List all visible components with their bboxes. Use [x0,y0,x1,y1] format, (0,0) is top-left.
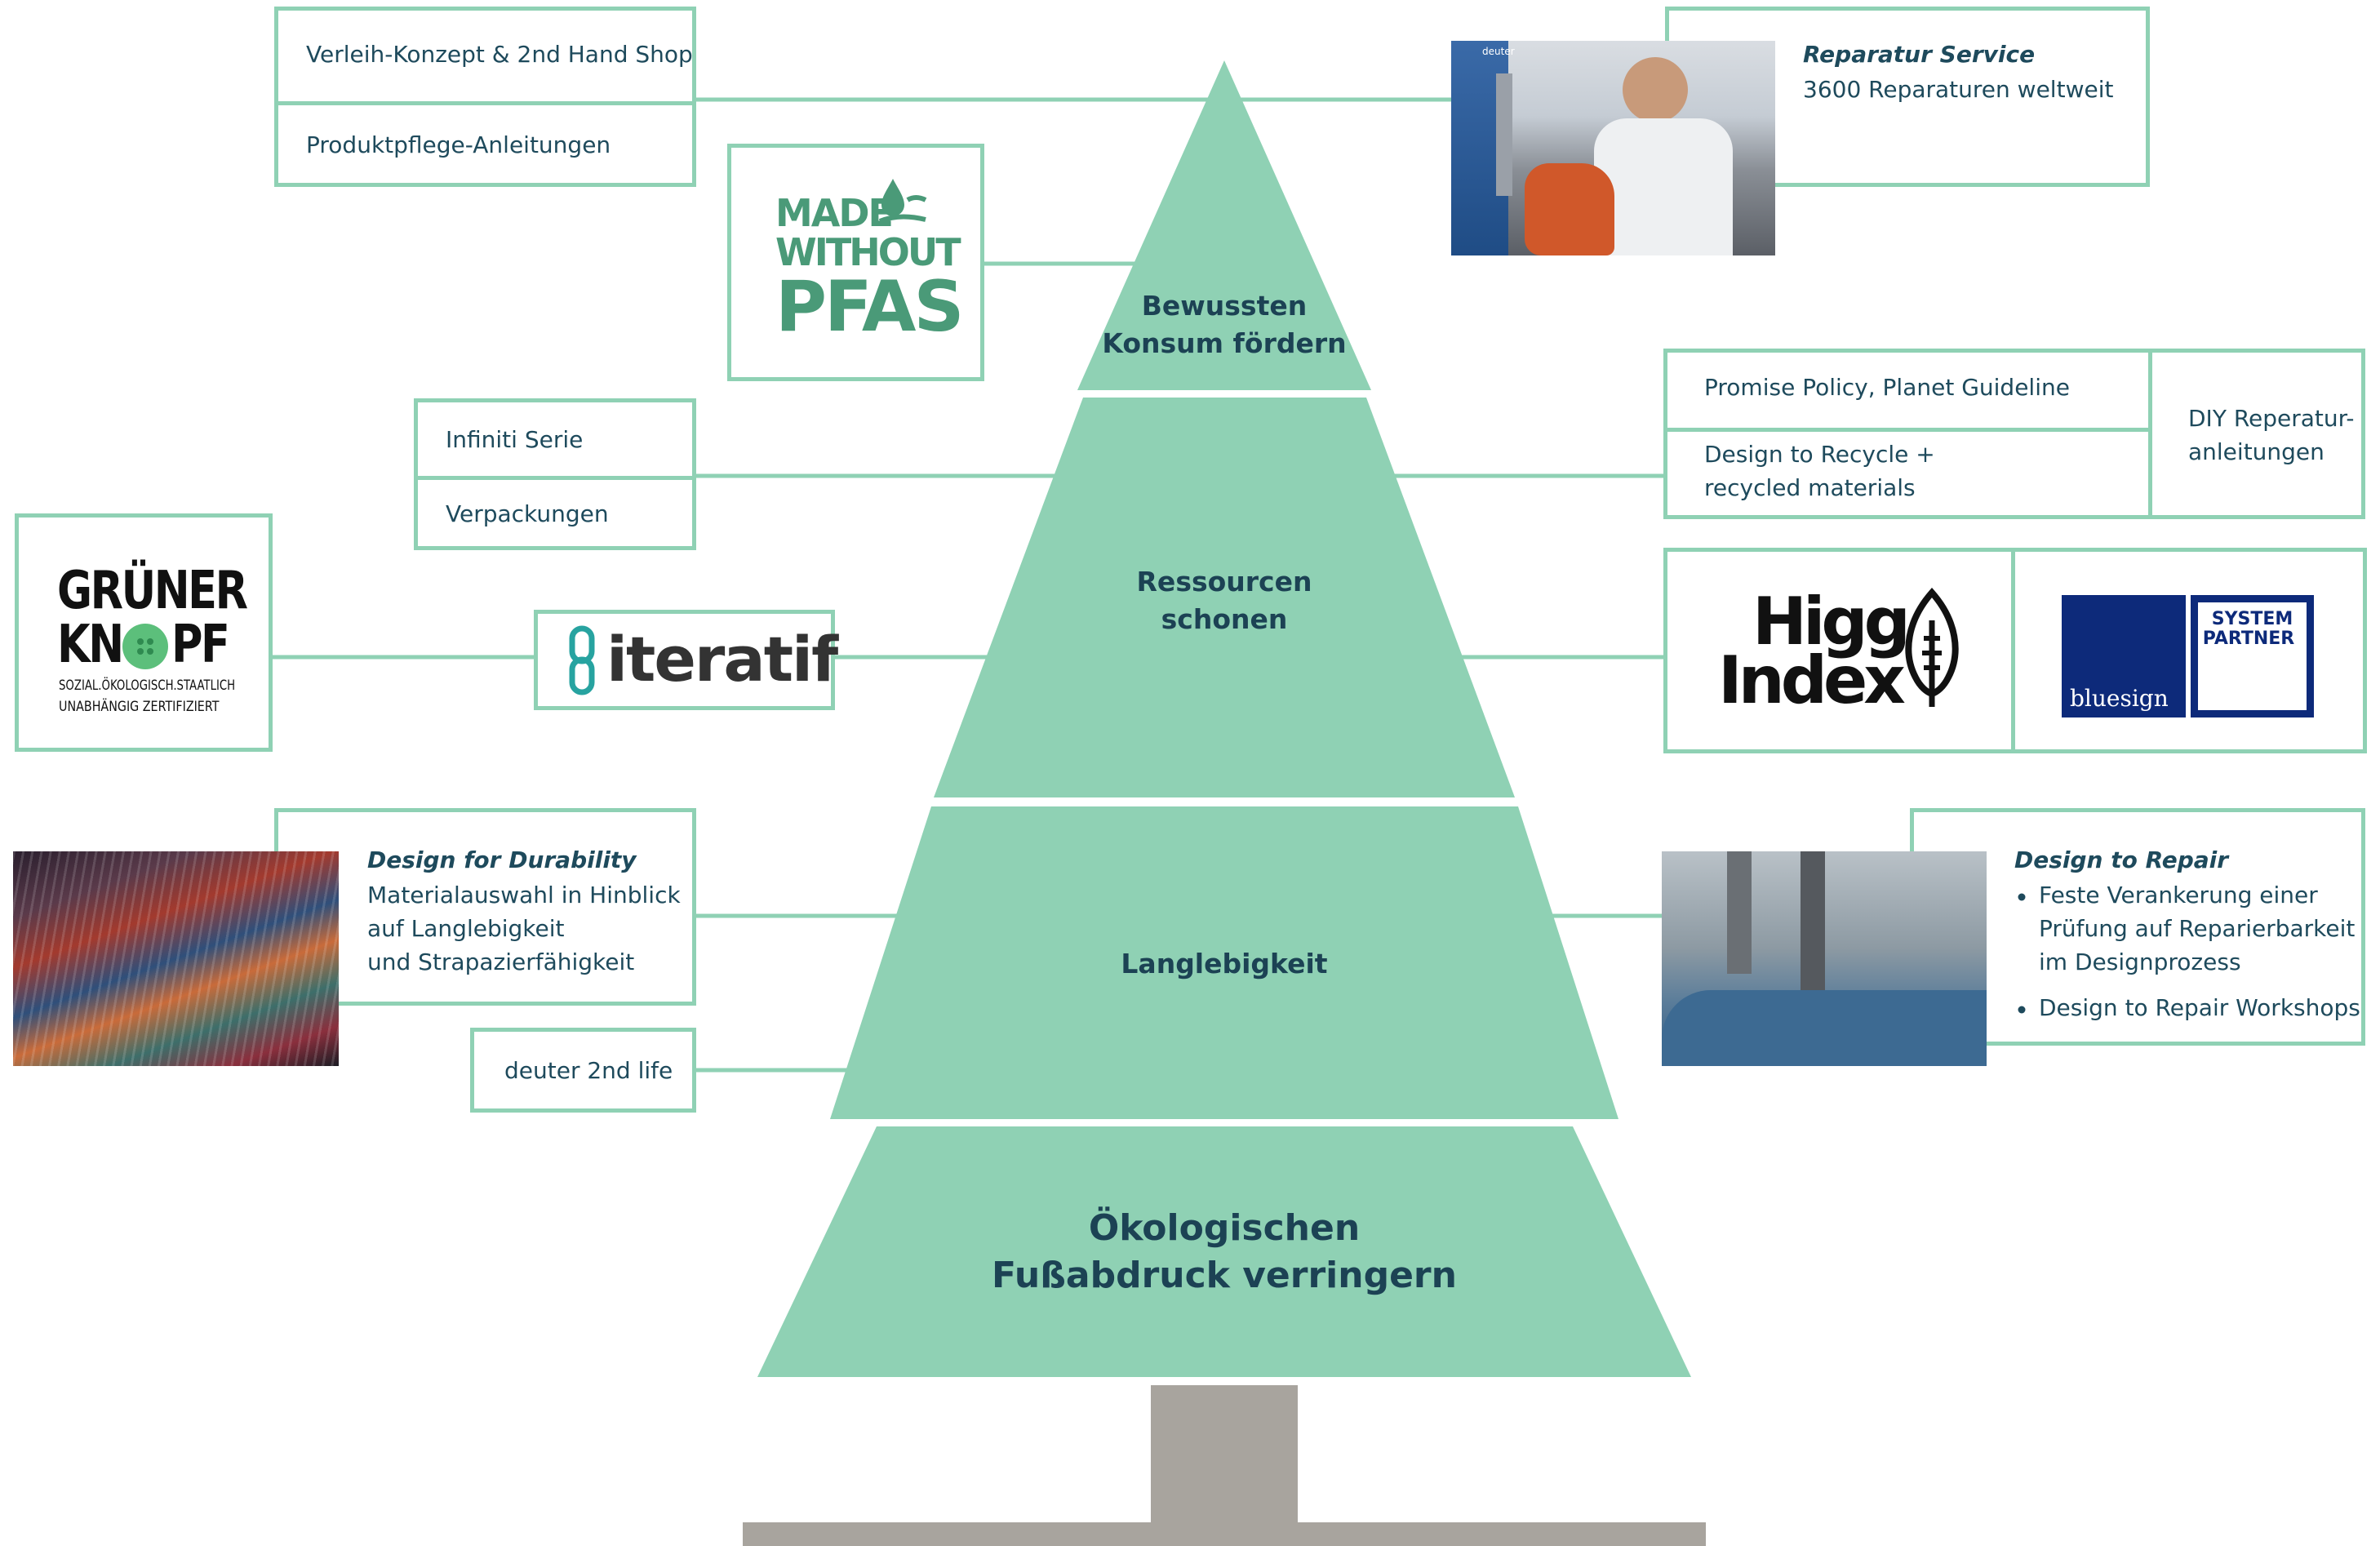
divider-vertical [2011,552,2015,749]
bluesign-frame [2191,595,2314,717]
tree-trunk [1151,1385,1298,1528]
orange-backpack [1525,163,1614,255]
bluesign-partner: PARTNER [2202,629,2295,649]
bluesign-logo: bluesign SYSTEM PARTNER [2062,595,2314,717]
yarn-photo-overlay [13,851,339,1066]
level-second-line2: schonen [1161,603,1288,635]
repair-service-subtitle: 3600 Reparaturen weltweit [1803,76,2114,103]
diy-line1: DIY Reperatur- [2188,405,2355,432]
bluesign-word: bluesign [2070,685,2169,712]
repair-service-title: Reparatur Service [1803,41,2036,68]
gk-line2b: PF [171,615,230,675]
higg-line1: Higg [1752,584,1911,660]
infiniti-text: Infiniti Serie [446,426,584,453]
needle-bar-1 [1727,851,1752,974]
level-second-label: Ressourcen schonen [1137,563,1312,638]
tree-level-top [1077,60,1371,390]
machine-arm [1496,73,1512,196]
consumption-box [274,7,696,187]
iteratif-logo: iteratif [567,622,838,700]
gruener-knopf-logo: GRÜNER KN PF SOZIAL.ÖKOLOGISCH.STAATLICH… [57,563,248,726]
bullet-icon [2018,1006,2026,1014]
button-icon [122,624,168,669]
tree-level-bottom [757,1126,1691,1377]
pfas-logo-box [727,144,984,381]
divider [418,476,692,480]
chain-link-icon [569,625,595,695]
person-shirt [1594,118,1733,255]
verpackungen-text: Verpackungen [446,500,609,527]
design-repair-title: Design to Repair [2014,846,2229,873]
recycle-line1: Design to Recycle + [1704,441,1935,468]
divider-vertical [2148,353,2152,515]
durability-title: Design for Durability [367,846,637,873]
divider [278,101,692,105]
level-bottom-label: Ökologischen Fußabdruck verringern [992,1205,1457,1299]
photo-banner-label: deuter [1482,46,1515,57]
tree-ground [743,1522,1706,1546]
gk-sub1: SOZIAL.ÖKOLOGISCH.STAATLICH [59,677,236,694]
water-drop-icon [878,179,927,224]
gk-sub2: UNABHÄNGIG ZERTIFIZIERT [59,699,220,715]
bullet-icon [2018,893,2026,901]
durability-line2: auf Langlebigkeit [367,915,565,942]
level-third-line: Langlebigkeit [1121,948,1328,980]
pfas-line1: MADE [775,191,894,235]
gk-line1: GRÜNER [57,561,248,621]
resources-left-box [414,398,696,550]
produktpflege-text: Produktpflege-Anleitungen [306,131,611,158]
fabric [1662,990,1987,1066]
design-repair-bullet1-line1: Feste Verankerung einer [2039,882,2318,908]
level-bottom-line2: Fußabdruck verringern [992,1255,1457,1296]
higg-index-logo: Higg Index [1718,584,1971,720]
promise-text: Promise Policy, Planet Guideline [1704,374,2070,401]
durability-box [274,808,696,1006]
durability-line1: Materialauswahl in Hinblick [367,882,681,908]
gk-line2a: KN [57,615,124,675]
level-top-line2: Konsum fördern [1102,327,1347,359]
second-life-box [470,1028,696,1113]
diy-line2: anleitungen [2188,438,2324,465]
tree-level-third [830,806,1618,1119]
design-repair-bullet2: Design to Repair Workshops [2039,994,2360,1021]
tree-level-second [934,398,1515,797]
repair-workshop-photo: deuter [1451,41,1775,255]
durability-line3: und Strapazierfähigkeit [367,948,635,975]
recycle-line2: recycled materials [1704,474,1916,501]
verleih-text: Verleih-Konzept & 2nd Hand Shop [306,41,693,68]
design-repair-bullet1-line3: im Designprozess [2039,948,2241,975]
needle-bar-2 [1801,851,1825,990]
design-repair-bullet1-line2: Prüfung auf Reparierbarkeit [2039,915,2356,942]
iteratif-wordmark: iteratif [606,623,838,695]
bluesign-system: SYSTEM [2211,609,2293,629]
second-life-text: deuter 2nd life [504,1057,673,1084]
level-second-line1: Ressourcen [1136,566,1312,598]
level-third-label: Langlebigkeit [1121,945,1327,983]
level-top-line1: Bewussten [1141,290,1308,322]
pfas-line2: WITHOUT [775,230,961,274]
leaf-icon [1905,588,1959,707]
divider-horizontal [1667,428,2152,432]
level-top-label: Bewussten Konsum fördern [1102,287,1346,362]
pfas-logo: MADE WITHOUT PFAS [775,175,964,347]
bluesign-square [2062,595,2186,717]
level-bottom-line1: Ökologischen [1088,1207,1361,1249]
higg-line2: Index [1718,642,1906,718]
person-head [1623,57,1688,122]
pfas-line3: PFAS [775,266,964,348]
resources-right-box [1663,349,2365,519]
sewing-machine-photo [1662,851,1987,1066]
yarn-texture [13,851,339,1066]
